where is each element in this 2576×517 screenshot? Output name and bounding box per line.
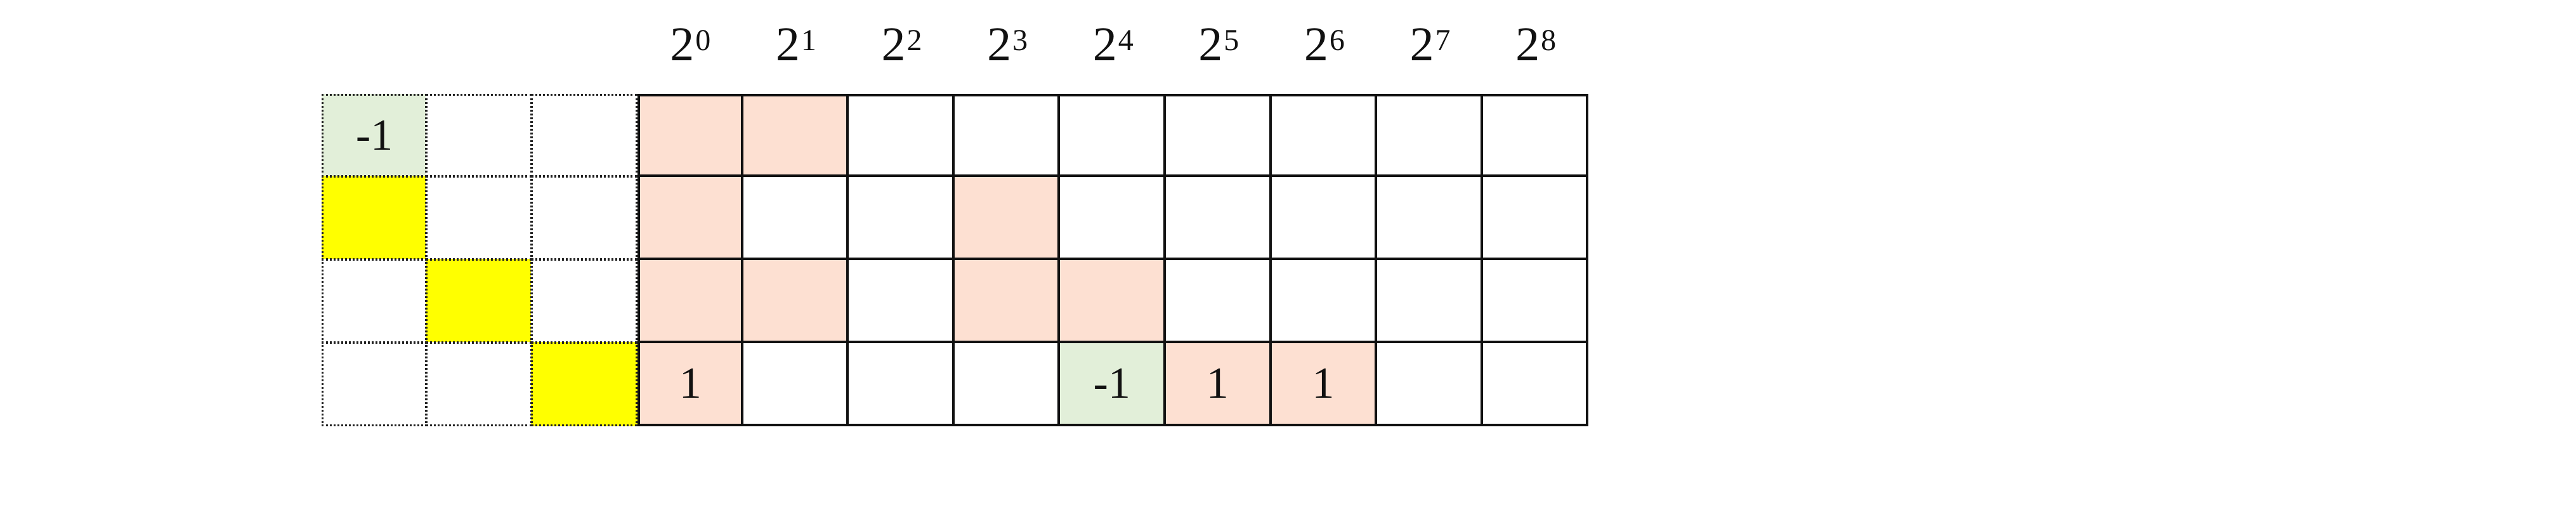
cell-value: 1 xyxy=(679,358,702,408)
main-grid-cell-r0-c7 xyxy=(1375,94,1483,177)
main-grid-cell-r1-c3 xyxy=(951,174,1061,260)
main-grid-cell-r3-c2 xyxy=(846,341,955,426)
cell-value: 1 xyxy=(1312,358,1335,408)
header-base: 2 xyxy=(775,18,800,71)
left-grid-cell-r1-c1 xyxy=(426,176,532,260)
header-base: 2 xyxy=(670,18,695,71)
left-grid-cell-r0-c0: -1 xyxy=(322,94,427,177)
main-grid-cell-r0-c1 xyxy=(740,94,849,177)
left-grid-cell-r3-c0 xyxy=(322,342,427,426)
main-grid-cell-r1-c4 xyxy=(1057,174,1166,260)
main-grid-cell-r1-c8 xyxy=(1480,174,1589,260)
main-grid-cell-r2-c7 xyxy=(1375,258,1483,343)
header-base: 2 xyxy=(1092,18,1117,71)
cell-value: -1 xyxy=(355,110,393,160)
main-grid-cell-r0-c2 xyxy=(846,94,955,177)
main-grid-cell-r1-c1 xyxy=(740,174,849,260)
cell-value: 1 xyxy=(1206,358,1229,408)
main-grid-cell-r1-c5 xyxy=(1163,174,1272,260)
left-grid-cell-r0-c2 xyxy=(531,94,637,177)
left-grid-cell-r2-c2 xyxy=(531,259,637,343)
header-base: 2 xyxy=(1409,18,1434,71)
header-base: 2 xyxy=(1198,18,1223,71)
header-base: 2 xyxy=(987,18,1012,71)
main-grid-cell-r0-c5 xyxy=(1163,94,1272,177)
left-grid-cell-r3-c1 xyxy=(426,342,532,426)
main-grid-cell-r2-c4 xyxy=(1057,258,1166,343)
main-grid-cell-r3-c1 xyxy=(740,341,849,426)
main-grid-cell-r1-c2 xyxy=(846,174,955,260)
left-grid-cell-r1-c2 xyxy=(531,176,637,260)
main-grid-cell-r0-c8 xyxy=(1480,94,1589,177)
main-grid-cell-r2-c3 xyxy=(951,258,1061,343)
main-grid-cell-r1-c6 xyxy=(1269,174,1378,260)
header-base: 2 xyxy=(1515,18,1540,71)
main-grid-cell-r2-c0 xyxy=(637,258,743,343)
main-grid-cell-r3-c8 xyxy=(1480,341,1589,426)
main-grid-cell-r2-c8 xyxy=(1480,258,1589,343)
main-grid-cell-r3-c7 xyxy=(1375,341,1483,426)
left-grid-cell-r2-c0 xyxy=(322,259,427,343)
main-grid-cell-r1-c0 xyxy=(637,174,743,260)
main-grid-cell-r0-c4 xyxy=(1057,94,1166,177)
main-grid-cell-r3-c4: -1 xyxy=(1057,341,1166,426)
main-grid-cell-r3-c6: 1 xyxy=(1269,341,1378,426)
left-grid-cell-r2-c1 xyxy=(426,259,532,343)
main-grid-cell-r3-c0: 1 xyxy=(637,341,743,426)
main-grid-cell-r2-c5 xyxy=(1163,258,1272,343)
left-grid-cell-r1-c0 xyxy=(322,176,427,260)
main-grid-cell-r2-c6 xyxy=(1269,258,1378,343)
cell-value: -1 xyxy=(1093,358,1130,408)
main-grid-cell-r2-c2 xyxy=(846,258,955,343)
left-grid-cell-r0-c1 xyxy=(426,94,532,177)
main-grid-cell-r0-c0 xyxy=(637,94,743,177)
left-grid-cell-r3-c2 xyxy=(531,342,637,426)
main-grid-cell-r3-c5: 1 xyxy=(1163,341,1272,426)
main-grid-cell-r0-c3 xyxy=(951,94,1061,177)
header-base: 2 xyxy=(881,18,906,71)
main-grid-cell-r1-c7 xyxy=(1375,174,1483,260)
main-grid-cell-r0-c6 xyxy=(1269,94,1378,177)
main-grid-cell-r2-c1 xyxy=(740,258,849,343)
main-grid-cell-r3-c3 xyxy=(951,341,1061,426)
header-base: 2 xyxy=(1304,18,1328,71)
